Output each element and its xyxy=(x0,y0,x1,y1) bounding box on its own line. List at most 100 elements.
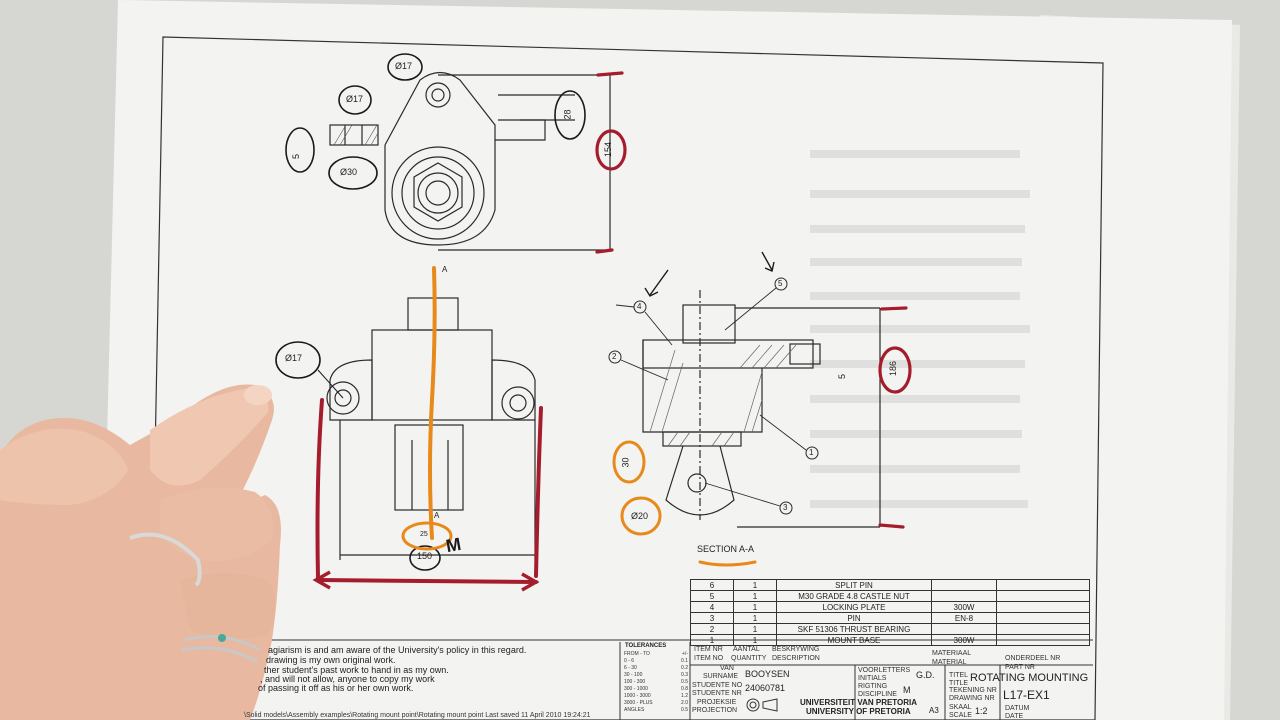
tb-date: DATE xyxy=(1005,713,1024,720)
balloon-label-5: 5 xyxy=(778,279,783,288)
balloon-label-2: 2 xyxy=(612,352,617,361)
red-bracket-left xyxy=(315,398,324,580)
statement-line-5: of passing it off as his or her own work… xyxy=(258,683,414,693)
section-arrow-a-top: A xyxy=(442,265,448,274)
dim-25: 25 xyxy=(420,531,428,538)
hdr-beskrywing: BESKRYWING xyxy=(772,646,820,653)
bleed-through-text xyxy=(810,150,1030,508)
dim-d17-small: Ø17 xyxy=(346,94,364,104)
hdr-quantity: QUANTITY xyxy=(731,655,767,662)
dim-5-right: 5 xyxy=(837,373,848,380)
dim-30: 30 xyxy=(620,457,631,468)
tb-drawing-nr: DRAWING NR xyxy=(949,695,995,702)
hdr-onderdeel-nr: ONDERDEEL NR xyxy=(1005,655,1061,662)
dim-5-left: 5 xyxy=(291,153,302,160)
tb-initials-value: G.D. xyxy=(916,670,935,680)
statement-line-2: drawing is my own original work. xyxy=(266,655,396,665)
table-row: 3 1 PIN EN-8 xyxy=(690,612,1090,624)
ink-circles-top xyxy=(285,53,586,190)
tb-scale-value: 1:2 xyxy=(975,706,988,716)
table-row: 6 1 SPLIT PIN xyxy=(690,579,1090,591)
table-row: 2 1 SKF 51306 THRUST BEARING xyxy=(690,623,1090,635)
balloon-label-4: 4 xyxy=(637,302,642,311)
index-finger xyxy=(150,388,269,486)
ink-arrows xyxy=(644,251,775,297)
red-arrowhead-right xyxy=(521,572,540,592)
tb-studente-nr: STUDENTE NR xyxy=(692,690,742,697)
table-row: 1 1 MOUNT BASE 300W xyxy=(690,634,1090,646)
file-path: \Solid models\Assembly examples\Rotating… xyxy=(244,712,591,719)
tb-surname-value: BOOYSEN xyxy=(745,669,790,679)
dim-circle-d17-top xyxy=(387,53,423,81)
hdr-description: DESCRIPTION xyxy=(772,655,820,662)
section-view xyxy=(642,290,881,528)
dim-circle-28 xyxy=(554,90,586,140)
top-view xyxy=(329,71,611,251)
red-marks-top xyxy=(595,71,627,254)
tb-discipline: DISCIPLINE xyxy=(858,691,897,698)
dim-circle-d17-front xyxy=(275,341,321,379)
table-row: 5 1 M30 GRADE 4.8 CASTLE NUT xyxy=(690,590,1090,602)
middle-finger xyxy=(160,487,274,562)
tb-initials: INITIALS xyxy=(858,675,887,682)
red-arrowhead-left xyxy=(312,570,331,590)
thumb xyxy=(0,428,128,505)
orange-circle-30 xyxy=(612,440,646,484)
bom-table: 6 1 SPLIT PIN 5 1 M30 GRADE 4.8 CASTLE N… xyxy=(690,579,1090,646)
orange-underline xyxy=(698,560,757,567)
dim-d17-front: Ø17 xyxy=(285,353,303,363)
tb-title: TITLE xyxy=(949,680,969,687)
table-row: FROM - TO+/- xyxy=(624,651,688,657)
hdr-aantal: AANTAL xyxy=(733,646,760,653)
hdr-item-nr: ITEM NR xyxy=(694,646,723,653)
orange-circle-d20 xyxy=(620,496,662,536)
top-view-nut xyxy=(413,162,463,222)
hdr-material: MATERIAL xyxy=(932,659,967,666)
tb-rigting: RIGTING xyxy=(858,683,888,690)
projection-symbol-icon xyxy=(746,698,778,712)
top-view-hole xyxy=(425,82,451,108)
hdr-materiaal: MATERIAAL xyxy=(932,650,972,657)
hand xyxy=(0,384,281,720)
statement-line-4: , and will not allow, anyone to copy my … xyxy=(260,674,435,684)
red-marks-section xyxy=(878,306,912,529)
orange-centerline xyxy=(428,266,437,540)
red-circle-154 xyxy=(595,129,627,171)
tb-sheet-size: A3 xyxy=(929,706,939,715)
index-nail xyxy=(244,385,272,405)
tb-studente-no: STUDENTE NO xyxy=(692,682,743,689)
statement-line-1: agiarism is and am aware of the Universi… xyxy=(268,645,527,655)
dim-d20: Ø20 xyxy=(631,511,649,521)
tb-projection: PROJECTION xyxy=(692,707,738,714)
orange-circle-25 xyxy=(401,521,453,551)
section-arrow-a-bottom: A xyxy=(434,511,440,520)
handwritten-m: M xyxy=(444,533,463,557)
tb-scale: SCALE xyxy=(949,712,972,719)
dim-circle-d30 xyxy=(328,156,378,190)
dim-circle-d17-small xyxy=(338,85,372,115)
top-view-hatch xyxy=(333,124,379,146)
top-view-bearing-outer xyxy=(391,146,485,240)
dim-150: 150 xyxy=(417,551,433,561)
dim-circle-150 xyxy=(409,545,441,571)
hdr-part-nr: PART NR xyxy=(1005,664,1035,671)
tb-drawing-value: L17-EX1 xyxy=(1003,688,1050,702)
tb-datum: DATUM xyxy=(1005,705,1030,712)
ring-gem xyxy=(218,634,226,642)
tb-student-value: 24060781 xyxy=(745,683,786,693)
tb-university-af: UNIVERSITEIT VAN PRETORIA xyxy=(800,698,918,707)
balloon-1 xyxy=(805,446,819,460)
drawing-sheet xyxy=(100,0,1232,720)
front-view-left-hole xyxy=(326,381,360,415)
balloon-leaders xyxy=(615,287,807,507)
dim-circle-5-left xyxy=(285,127,315,173)
top-view-outline xyxy=(384,71,546,146)
tb-discipline-value: M xyxy=(903,685,911,695)
leader-d17-front xyxy=(317,369,344,399)
